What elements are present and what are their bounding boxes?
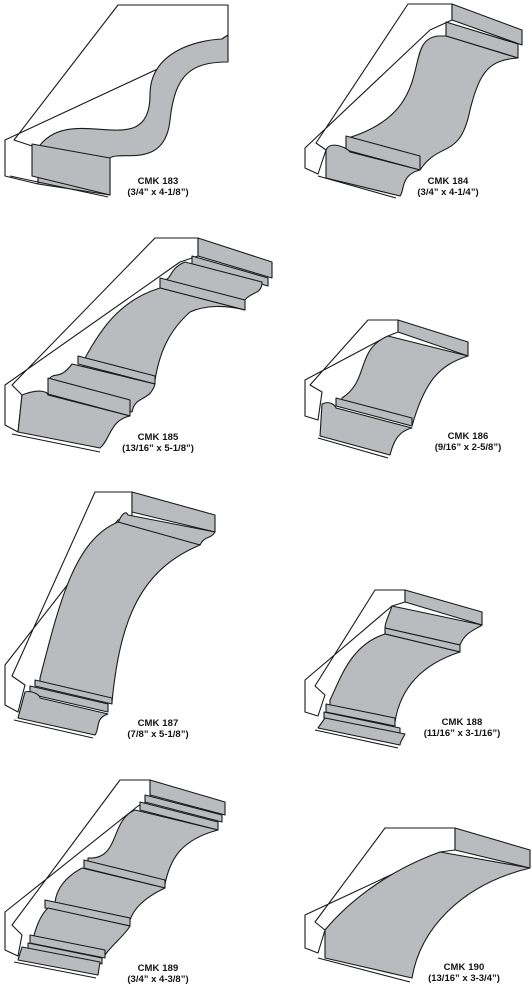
- molding-label-cmk-186: CMK 186 (9/16” x 2-5/8”): [408, 431, 528, 453]
- molding-label-cmk-190: CMK 190 (13/16” x 3-3/4”): [404, 962, 524, 984]
- molding-dimensions: (13/16” x 3-3/4”): [428, 973, 500, 984]
- molding-drawing-cmk-190: [304, 827, 531, 983]
- molding-dimensions: (9/16” x 2-5/8”): [434, 442, 502, 453]
- molding-label-cmk-185: CMK 185 (13/16” x 5-1/8”): [98, 432, 218, 454]
- molding-name: CMK 188: [441, 717, 483, 728]
- molding-drawing-cmk-187: [4, 491, 216, 739]
- molding-name: CMK 183: [137, 176, 179, 187]
- molding-dimensions: (3/4” x 4-1/4”): [417, 187, 479, 198]
- molding-name: CMK 189: [137, 963, 179, 974]
- molding-name: CMK 187: [137, 718, 179, 729]
- molding-drawing-cmk-186: [304, 319, 469, 459]
- molding-dimensions: (3/4” x 4-3/8”): [127, 974, 189, 985]
- molding-dimensions: (7/8” x 5-1/8”): [127, 729, 189, 740]
- molding-dimensions: (11/16” x 3-1/16”): [423, 728, 501, 739]
- molding-drawing-cmk-188: [304, 589, 483, 749]
- molding-drawing-cmk-185: [4, 237, 273, 453]
- molding-label-cmk-189: CMK 189 (3/4” x 4-3/8”): [98, 963, 218, 985]
- molding-name: CMK 186: [447, 431, 489, 442]
- molding-label-cmk-188: CMK 188 (11/16” x 3-1/16”): [402, 717, 522, 739]
- molding-label-cmk-184: CMK 184 (3/4” x 4-1/4”): [388, 176, 508, 198]
- molding-name: CMK 190: [443, 962, 485, 973]
- molding-name: CMK 184: [427, 176, 469, 187]
- molding-label-cmk-187: CMK 187 (7/8” x 5-1/8”): [98, 718, 218, 740]
- molding-dimensions: (3/4” x 4-1/8”): [127, 187, 189, 198]
- molding-label-cmk-183: CMK 183 (3/4” x 4-1/8”): [98, 176, 218, 198]
- molding-name: CMK 185: [137, 432, 179, 443]
- molding-drawing-cmk-189: [4, 779, 226, 979]
- molding-drawing-cmk-184: [304, 3, 523, 199]
- molding-dimensions: (13/16” x 5-1/8”): [122, 443, 194, 454]
- molding-drawing-cmk-183: [4, 4, 229, 198]
